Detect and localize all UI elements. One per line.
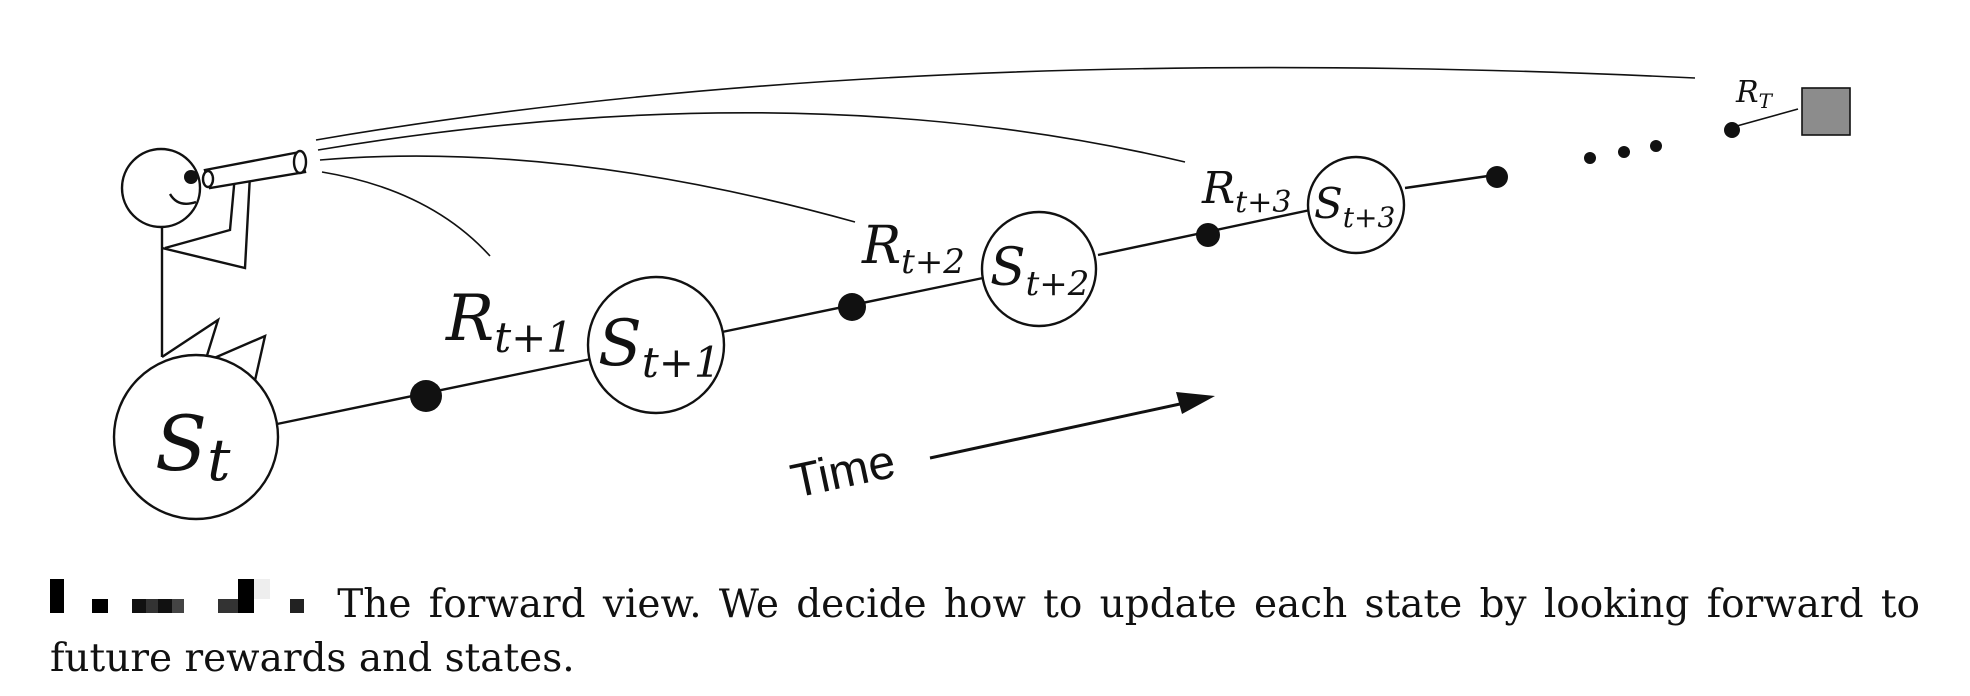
- sight-line-3: [317, 111, 1186, 163]
- reward-label-T: RT: [1735, 75, 1774, 113]
- state-label-t: St: [155, 399, 231, 494]
- reward-label-t3: Rt+3: [1201, 163, 1291, 220]
- redacted-label: [50, 578, 320, 632]
- state-label-t1: St+1: [598, 307, 721, 387]
- reward-label-t1: Rt+1: [445, 282, 573, 362]
- ellipsis: [1584, 140, 1662, 164]
- observer-smile: [168, 193, 197, 205]
- time-arrow: [929, 392, 1215, 460]
- arrow-head-icon: [1176, 392, 1215, 414]
- state-label-t3: St+3: [1314, 179, 1395, 234]
- time-label: Time: [786, 435, 900, 509]
- state-node-t2: [980, 210, 1098, 328]
- state-node-t1: [586, 275, 726, 415]
- reward-dot-T: [1724, 122, 1740, 138]
- state-node-t: [112, 353, 280, 521]
- observer-arm: [164, 174, 237, 250]
- reward-label-t2: Rt+2: [861, 216, 965, 282]
- reward-dot-t4: [1486, 166, 1508, 188]
- forward-view-diagram: St St+1 St+2 St+3 Rt+1 Rt+2 Rt+3 RT Time: [112, 66, 1851, 521]
- reward-dot-t1: [410, 380, 442, 412]
- caption-text: The forward view. We decide how to updat…: [50, 582, 1920, 681]
- state-nodes: [112, 155, 1406, 521]
- observer-eye: [184, 170, 198, 184]
- sight-line-1: [321, 171, 491, 257]
- reward-dots: [410, 122, 1740, 412]
- figure-caption: The forward view. We decide how to updat…: [50, 578, 1920, 686]
- reward-dot-t3: [1196, 223, 1220, 247]
- state-label-t2: St+2: [990, 238, 1089, 304]
- observer-head: [120, 147, 202, 229]
- sight-line-2: [319, 155, 856, 223]
- observer-arm-2: [161, 174, 252, 270]
- reward-dot-t2: [838, 293, 866, 321]
- sight-line-4: [315, 66, 1696, 141]
- terminal-state: [1801, 87, 1851, 136]
- telescope-icon: [184, 149, 308, 190]
- sight-lines: [315, 66, 1696, 257]
- state-node-t3: [1306, 155, 1406, 255]
